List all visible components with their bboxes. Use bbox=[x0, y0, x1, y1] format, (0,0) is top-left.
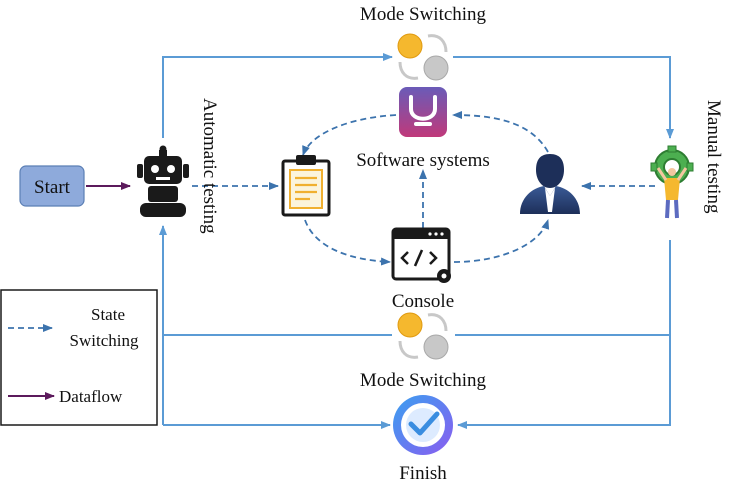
manual-to-finish-line bbox=[457, 335, 671, 429]
toggle-icon-bottom bbox=[397, 312, 449, 360]
legend-dataflow-label: Dataflow bbox=[59, 387, 123, 406]
mode-switching-top-label: Mode Switching bbox=[360, 4, 487, 25]
finish-label: Finish bbox=[399, 463, 447, 484]
software-label: Software systems bbox=[356, 150, 490, 171]
legend: State Switching Dataflow bbox=[0, 289, 158, 426]
top-left-line bbox=[162, 53, 393, 138]
user-to-app-arc bbox=[452, 111, 549, 153]
software-app-icon bbox=[399, 87, 447, 137]
clipboard-to-console-arc bbox=[304, 219, 391, 266]
finish-check-icon bbox=[393, 395, 453, 455]
user-icon bbox=[520, 154, 580, 214]
start-label: Start bbox=[34, 177, 71, 198]
start-box bbox=[19, 165, 85, 207]
console-icon bbox=[391, 227, 451, 283]
state-switching-lines bbox=[192, 111, 655, 266]
console-to-user-arc bbox=[453, 219, 550, 263]
start-node: Start bbox=[19, 165, 85, 207]
top-right-line bbox=[453, 56, 674, 139]
legend-state-line1: State bbox=[91, 305, 125, 324]
legend-box bbox=[0, 289, 158, 426]
legend-state-line2: Switching bbox=[70, 331, 139, 350]
mode-switching-bottom-label: Mode Switching bbox=[360, 370, 487, 391]
robot-icon bbox=[137, 145, 189, 217]
app-to-clipboard-arc bbox=[302, 114, 397, 156]
toggle-icon-top bbox=[397, 33, 449, 81]
gear-person-icon bbox=[650, 145, 694, 219]
bottom-switch-right-line bbox=[455, 240, 671, 336]
console-label: Console bbox=[392, 291, 454, 312]
frame-lines bbox=[159, 53, 674, 429]
manual-label: Manual testing bbox=[703, 100, 724, 214]
automatic-label: Automatic testing bbox=[199, 98, 220, 234]
clipboard-icon bbox=[281, 155, 331, 217]
